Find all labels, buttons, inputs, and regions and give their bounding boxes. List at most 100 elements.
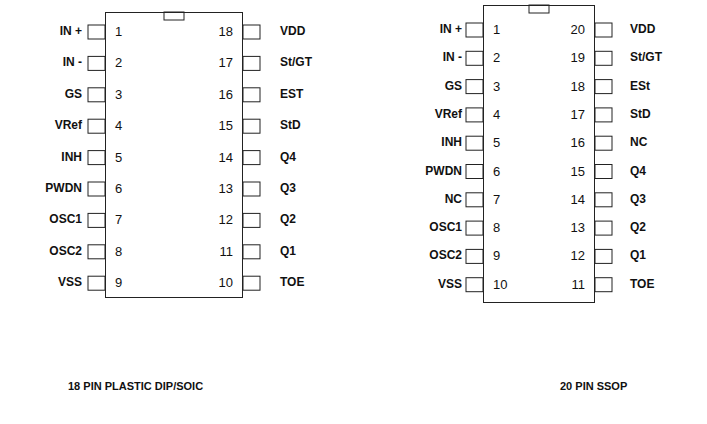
pin-number: 17	[571, 108, 585, 121]
pin-pad	[466, 80, 483, 94]
pin-pad	[466, 221, 483, 235]
pin-number: 8	[493, 221, 500, 234]
pin-pad	[243, 245, 260, 259]
pin-name: TOE	[630, 278, 654, 290]
package-caption: 20 PIN SSOP	[560, 380, 627, 392]
pin-name: IN +	[440, 23, 462, 35]
pin-number: 4	[493, 108, 500, 121]
pin-name: Q3	[630, 193, 646, 205]
pin-name: OSC2	[429, 249, 462, 261]
pin-name: Q2	[280, 213, 296, 225]
pin-number: 10	[493, 278, 507, 291]
pin-pad	[595, 108, 612, 122]
pin-number: 3	[115, 88, 122, 101]
pin-pad	[466, 165, 483, 179]
pin-number: 16	[571, 136, 585, 149]
pin-number: 16	[219, 88, 233, 101]
pin-pad	[88, 88, 105, 102]
pin-name: StD	[630, 108, 651, 120]
pin-name: PWDN	[425, 165, 462, 177]
pin-pad	[243, 88, 260, 102]
pin-name: Q3	[280, 182, 296, 194]
pin-name: Q1	[630, 249, 646, 261]
pin-number: 13	[219, 182, 233, 195]
pin-pad	[466, 108, 483, 122]
pin-pad	[243, 213, 260, 227]
pin-pad	[595, 23, 612, 37]
pin-number: 18	[219, 25, 233, 38]
pin-pad	[466, 193, 483, 207]
pin-number: 15	[219, 119, 233, 132]
pin-name: OSC2	[49, 245, 82, 257]
pin-number: 19	[571, 51, 585, 64]
pin-name: INH	[61, 151, 82, 163]
pin-name: IN -	[63, 56, 82, 68]
pin-name: IN +	[60, 25, 82, 37]
pin-name: VSS	[58, 276, 82, 288]
pin-squares	[88, 25, 260, 290]
pin-pad	[595, 193, 612, 207]
chip-body: 123456789101112131415161718	[105, 12, 243, 298]
pin-name: EST	[280, 88, 303, 100]
pin-pad	[88, 276, 105, 290]
pin-name: PWDN	[45, 182, 82, 194]
pin-number: 10	[219, 276, 233, 289]
pin-number: 11	[220, 245, 234, 258]
pin-pad	[88, 119, 105, 133]
pin-number: 20	[571, 23, 585, 36]
pin-pad	[595, 136, 612, 150]
pin-number: 7	[115, 213, 122, 226]
chip-notch	[529, 5, 549, 13]
chip-notch	[164, 12, 184, 20]
pin-pad	[88, 56, 105, 70]
pin-number: 8	[115, 245, 122, 258]
pin-number: 6	[493, 165, 500, 178]
package-caption: 18 PIN PLASTIC DIP/SOIC	[68, 380, 203, 392]
pin-pad	[88, 151, 105, 165]
pin-number: 14	[571, 193, 585, 206]
pin-name: St/GT	[630, 51, 662, 63]
pin-name: St/GT	[280, 56, 312, 68]
pin-name: StD	[280, 119, 301, 131]
pin-pad	[466, 23, 483, 37]
pin-name: ESt	[630, 80, 650, 92]
pin-pad	[243, 56, 260, 70]
pin-number: 12	[571, 249, 585, 262]
pin-pad	[88, 182, 105, 196]
pin-pad	[595, 80, 612, 94]
pin-number: 18	[571, 80, 585, 93]
pin-pad	[243, 182, 260, 196]
pin-pad	[595, 221, 612, 235]
pin-pad	[88, 213, 105, 227]
pin-name: OSC1	[429, 221, 462, 233]
pin-name: NC	[445, 193, 462, 205]
pin-name: VRef	[435, 108, 462, 120]
pin-name: OSC1	[49, 213, 82, 225]
pin-pad	[595, 278, 612, 292]
pin-number: 1	[115, 25, 122, 38]
pin-number: 9	[493, 249, 500, 262]
pin-pad	[466, 51, 483, 65]
pin-pad	[243, 25, 260, 39]
pin-number: 3	[493, 80, 500, 93]
pin-pad	[466, 136, 483, 150]
pin-name: NC	[630, 136, 647, 148]
pin-pad	[243, 276, 260, 290]
pin-number: 2	[115, 56, 122, 69]
pin-number: 11	[572, 278, 586, 291]
pin-name: VDD	[630, 23, 655, 35]
pin-number: 9	[115, 276, 122, 289]
pin-pad	[595, 165, 612, 179]
pin-number: 14	[219, 151, 233, 164]
pin-name: Q2	[630, 221, 646, 233]
pin-name: VSS	[438, 278, 462, 290]
pin-name: INH	[441, 136, 462, 148]
pin-pad	[595, 249, 612, 263]
pin-pad	[243, 151, 260, 165]
pin-name: VRef	[55, 119, 82, 131]
pin-number: 5	[493, 136, 500, 149]
pin-name: GS	[445, 80, 462, 92]
pin-pad	[466, 249, 483, 263]
pin-name: TOE	[280, 276, 304, 288]
